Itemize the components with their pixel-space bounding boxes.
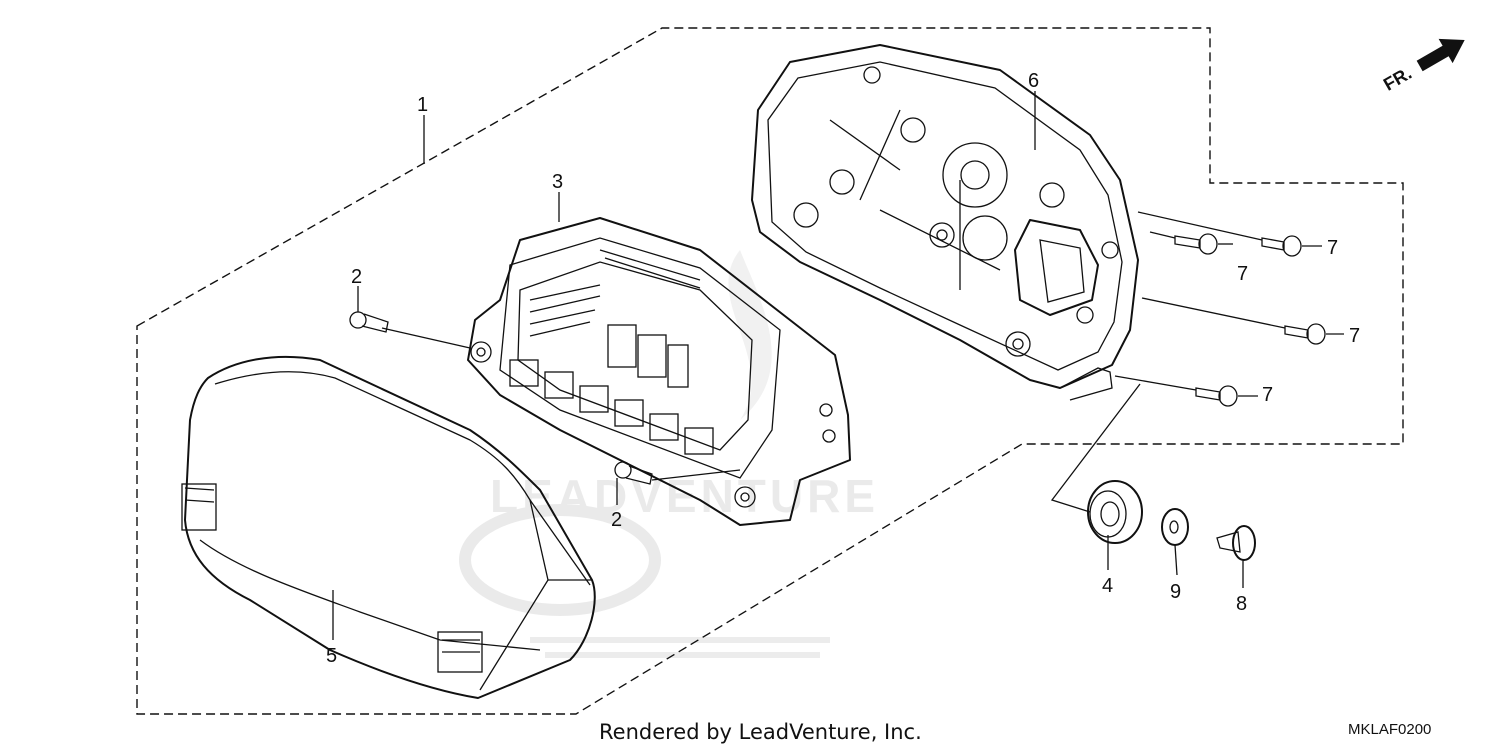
collar-bolt-part	[1216, 525, 1256, 561]
grommet-part	[1087, 480, 1143, 544]
front-arrow-icon	[1416, 38, 1465, 72]
callout-6: 6	[1028, 70, 1039, 92]
callout-labels: 1 2 2 3 4 5 6 7 7 7 7 8 9	[326, 70, 1360, 667]
callout-5: 5	[326, 645, 337, 667]
watermark-text: LEADVENTURE	[490, 470, 879, 522]
diagram-code: MKLAF0200	[1348, 721, 1431, 738]
meter-display-part	[467, 217, 851, 526]
callout-7b: 7	[1237, 263, 1248, 285]
footer-credit: Rendered by LeadVenture, Inc.	[599, 720, 922, 744]
callout-2-lower: 2	[611, 509, 622, 531]
screw-part-7d	[1195, 385, 1238, 407]
meter-case-part	[751, 44, 1139, 401]
leader-lines	[332, 91, 1344, 640]
callout-2-upper: 2	[351, 266, 362, 288]
screw-part-upper	[349, 311, 389, 333]
display-segments	[529, 249, 701, 388]
callout-7d: 7	[1262, 384, 1273, 406]
front-direction-indicator: FR.	[1380, 38, 1465, 95]
callout-1: 1	[417, 94, 428, 116]
screw-part-lower	[614, 461, 653, 485]
front-direction-label: FR.	[1380, 63, 1415, 95]
button-row	[509, 359, 714, 455]
screw-part-7b	[1174, 233, 1218, 255]
callout-4: 4	[1102, 575, 1113, 597]
washer-part	[1161, 508, 1189, 546]
assembly-boundary	[136, 27, 1404, 715]
meter-lens-part	[181, 355, 596, 699]
screw-part-7c	[1284, 323, 1326, 345]
callout-3: 3	[552, 171, 563, 193]
callout-7c: 7	[1349, 325, 1360, 347]
screw-part-7a	[1261, 235, 1302, 257]
callout-7a: 7	[1327, 237, 1338, 259]
callout-9: 9	[1170, 581, 1181, 603]
callout-8: 8	[1236, 593, 1247, 615]
